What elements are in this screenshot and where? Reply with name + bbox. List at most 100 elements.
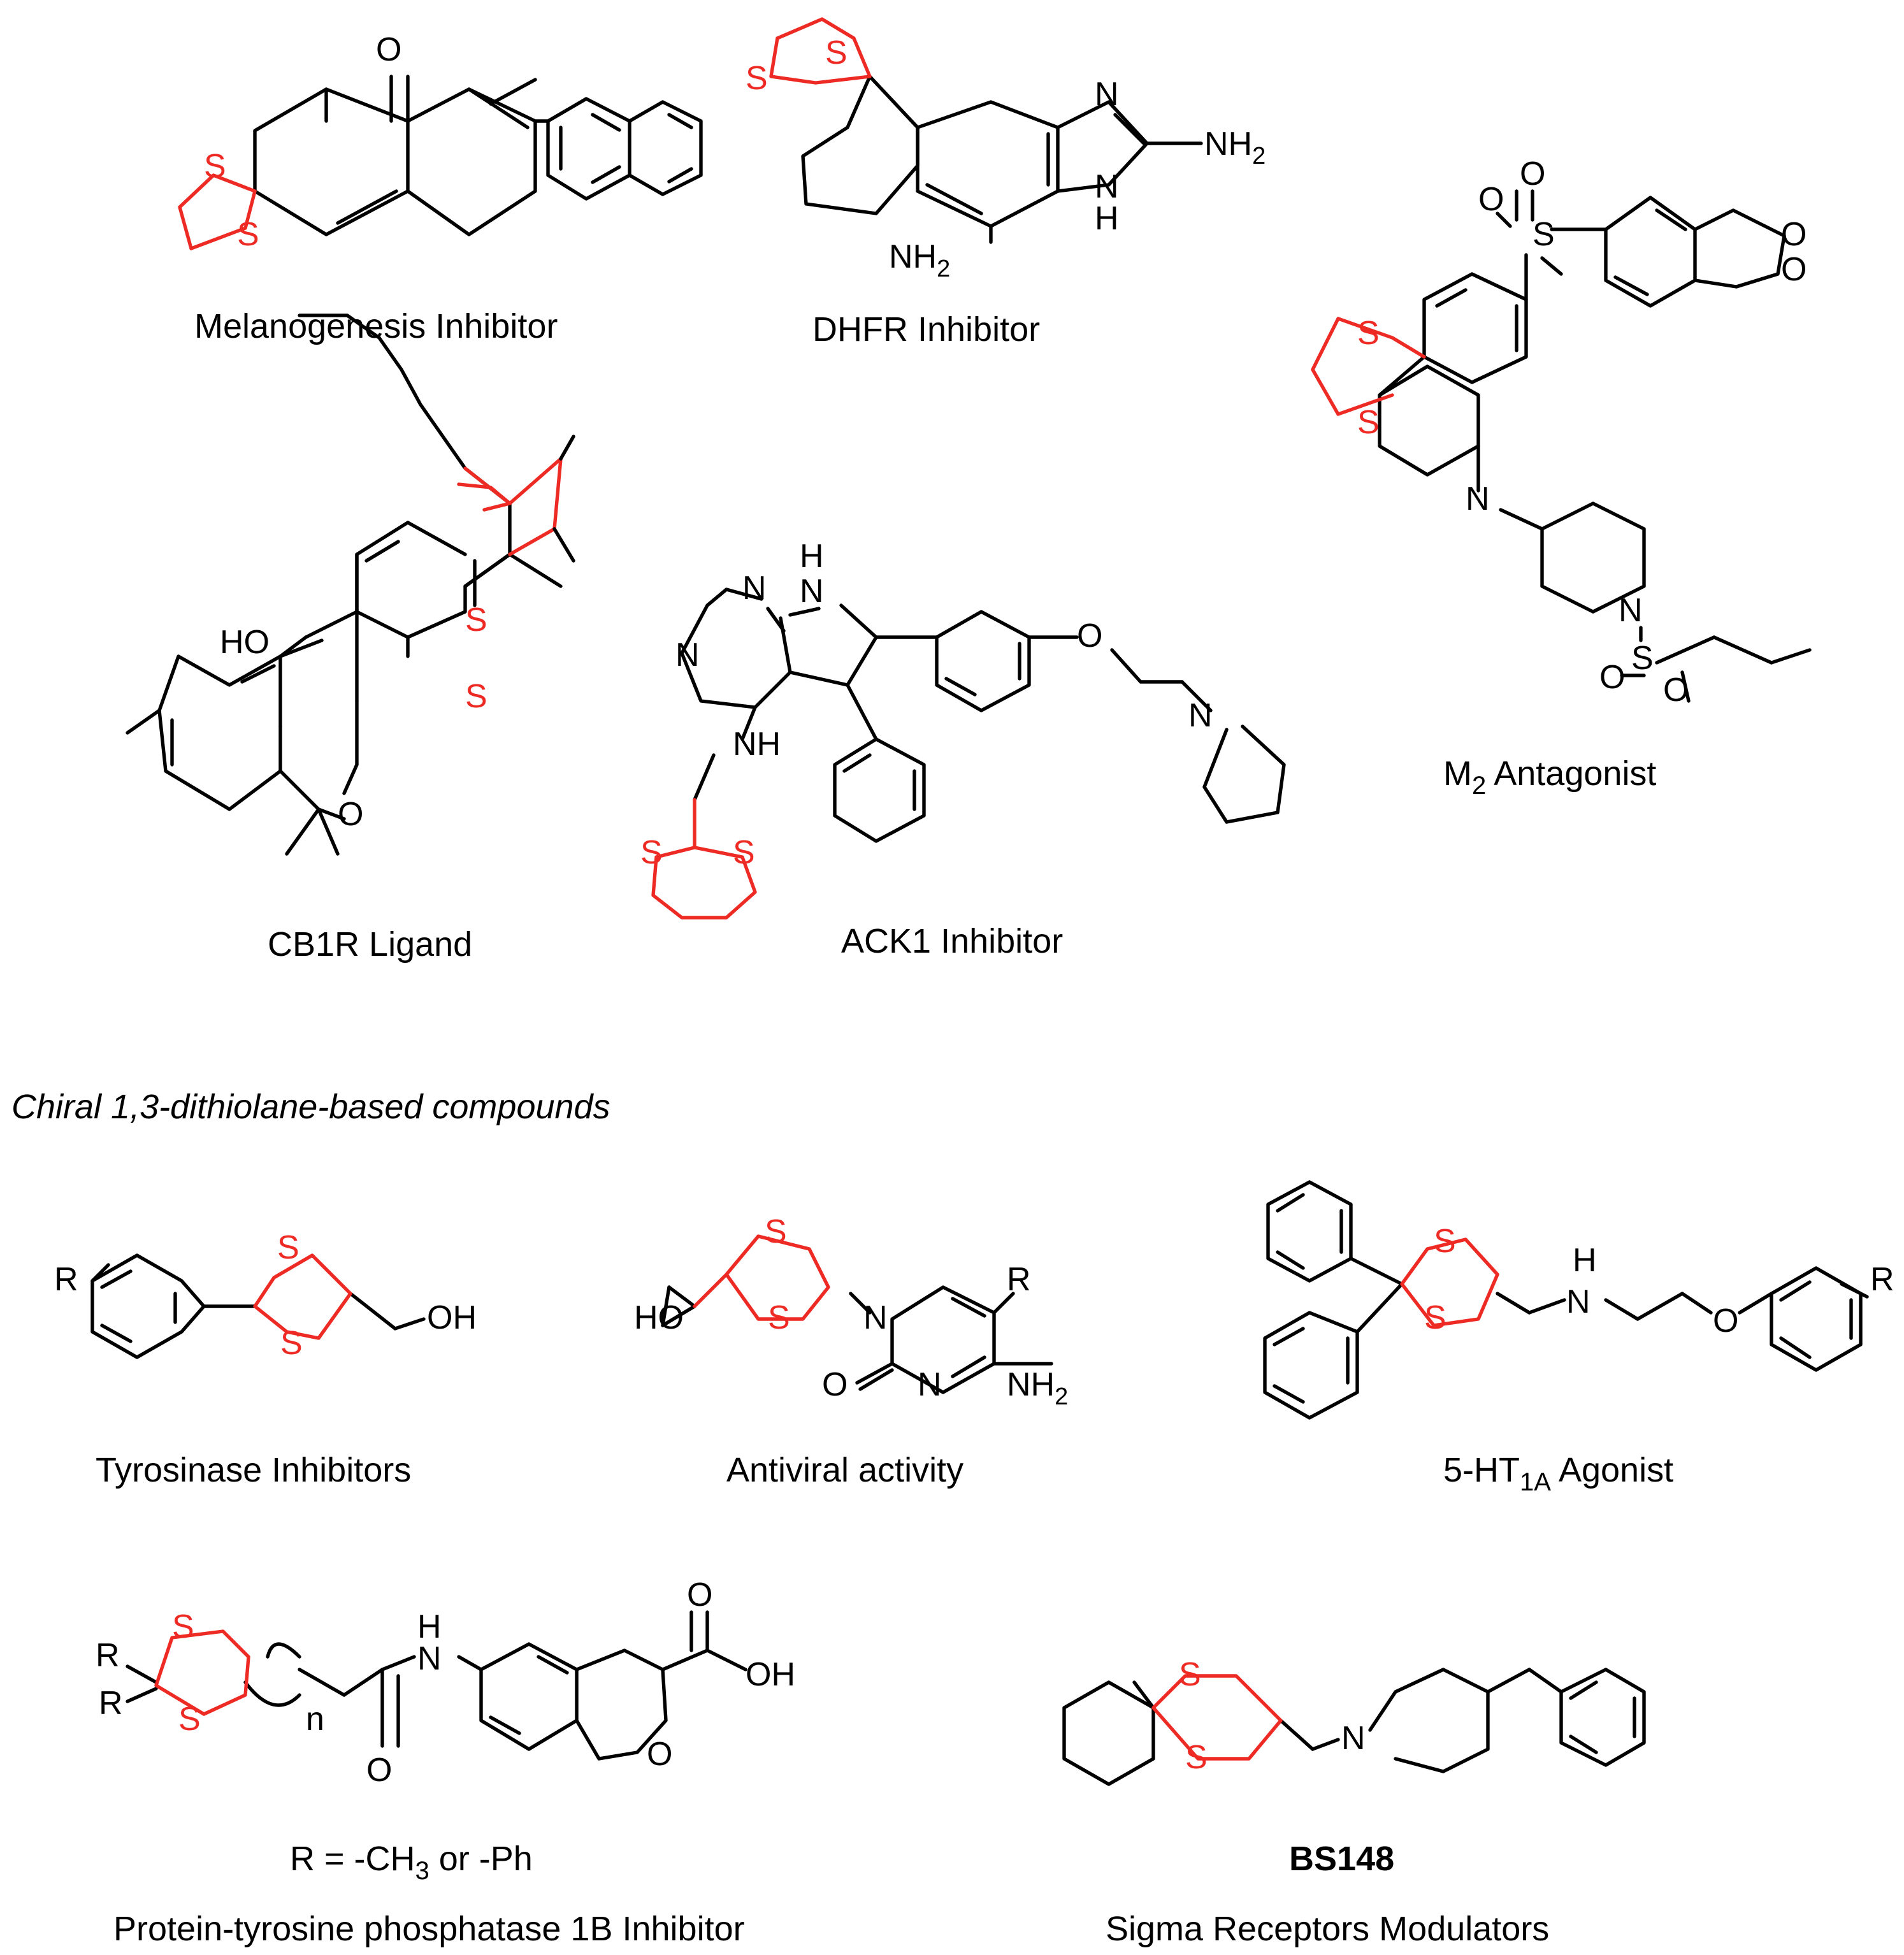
dhfr-atom-h: H — [1095, 200, 1119, 237]
antiviral-atom-r: R — [1007, 1261, 1031, 1298]
dhfr-atom-s2: S — [746, 60, 768, 97]
ack1-atom-n4: N — [1188, 697, 1213, 734]
ack1-atom-h: H — [800, 538, 824, 575]
dhfr-atom-n1: N — [1095, 76, 1119, 113]
m2-atom-o5: O — [1599, 659, 1625, 696]
ptp1b-atom-o2: O — [687, 1576, 712, 1613]
melanogenesis-atom-s1: S — [204, 148, 226, 185]
ht1a-atom-r: R — [1870, 1261, 1894, 1298]
m2-dithiolane-ring — [1311, 317, 1426, 416]
ack1-atom-n2: N — [800, 573, 824, 610]
ptp1b-atom-s1: S — [172, 1608, 194, 1645]
m2-caption: M2 Antagonist — [1443, 754, 1656, 800]
antiviral-atom-ho: HO — [634, 1299, 684, 1336]
compound-cb1r-ligand: HO S S O CB1R Ligand — [126, 314, 575, 963]
compound-ack1-inhibitor: H N N N NH O N S S ACK1 Inhibitor — [640, 538, 1286, 960]
ht1a-atom-s1: S — [1434, 1223, 1456, 1260]
compound-dhfr-inhibitor: S S N N H NH2 NH2 DHFR Inhibitor — [746, 17, 1266, 349]
ht1a-atom-h: H — [1573, 1242, 1597, 1279]
ptp1b-atom-o1: O — [366, 1752, 392, 1789]
cb1r-atom-o: O — [338, 796, 363, 833]
ack1-dithiolane-ring — [651, 798, 757, 920]
ht1a-caption: 5-HT1A Agonist — [1443, 1451, 1673, 1496]
m2-atom-o3: O — [1781, 216, 1807, 253]
antiviral-bonds — [661, 1285, 1053, 1394]
m2-atom-o6: O — [1663, 672, 1689, 709]
dhfr-caption: DHFR Inhibitor — [812, 310, 1040, 349]
ptp1b-atom-r1: R — [96, 1637, 120, 1674]
m2-atom-s-sulfonyl: S — [1533, 216, 1555, 253]
compound-ptp1b-inhibitor: R R S S n H N O O OH O R = -CH3 or -Ph P… — [96, 1576, 795, 1948]
ptp1b-atom-r2: R — [99, 1685, 123, 1722]
m2-atom-o1: O — [1520, 155, 1545, 192]
m2-atom-o4: O — [1781, 251, 1807, 288]
ack1-atom-o: O — [1077, 617, 1102, 654]
bs148-atom-s1: S — [1179, 1656, 1201, 1693]
tyrosinase-dithiolane-ring — [253, 1253, 352, 1340]
antiviral-atom-n1: N — [863, 1299, 888, 1336]
ptp1b-atom-oh: OH — [746, 1656, 795, 1693]
tyrosinase-atom-oh: OH — [427, 1299, 477, 1336]
compound-melanogenesis-inhibitor: O S S Melanogenesis Inhibitor — [178, 31, 703, 345]
m2-atom-o2: O — [1478, 181, 1504, 218]
section-heading: Chiral 1,3-dithiolane-based compounds — [11, 1088, 610, 1126]
ptp1b-atom-n: N — [417, 1640, 442, 1677]
ptp1b-dithiolane-ring — [154, 1629, 250, 1716]
dhfr-atom-nh2-right: NH2 — [1204, 126, 1266, 170]
ack1-atom-s1: S — [640, 834, 663, 871]
ack1-atom-s2: S — [733, 834, 755, 871]
melanogenesis-dithiolane-ring — [178, 173, 257, 250]
tyrosinase-bonds — [90, 1253, 426, 1359]
cb1r-atom-s1: S — [465, 602, 487, 638]
dhfr-dithiolane-ring — [769, 17, 872, 85]
m2-atom-s-sulfonyl2: S — [1631, 640, 1654, 677]
m2-bonds — [1378, 189, 1812, 703]
ack1-atom-nh: NH — [733, 726, 781, 763]
antiviral-atom-n2: N — [918, 1366, 942, 1403]
bs148-dithiolane-ring — [1151, 1674, 1283, 1761]
m2-atom-s2: S — [1357, 404, 1380, 441]
melanogenesis-bonds — [253, 75, 703, 236]
ht1a-atom-o: O — [1713, 1302, 1738, 1339]
antiviral-caption: Antiviral activity — [726, 1451, 963, 1489]
compound-bs148: S S N BS148 Sigma Receptors Modulators — [1062, 1656, 1646, 1948]
ack1-atom-n1: N — [742, 570, 767, 607]
tyrosinase-atom-r: R — [54, 1261, 78, 1298]
cb1r-dithiolane-ring — [457, 457, 563, 556]
m2-atom-n1: N — [1466, 480, 1490, 517]
antiviral-atom-s2: S — [768, 1299, 790, 1336]
ptp1b-caption: Protein-tyrosine phosphatase 1B Inhibito… — [113, 1910, 745, 1948]
melanogenesis-caption: Melanogenesis Inhibitor — [194, 307, 558, 345]
cb1r-bonds — [126, 314, 563, 856]
ptp1b-atom-o3: O — [647, 1736, 672, 1773]
ack1-caption: ACK1 Inhibitor — [841, 922, 1063, 960]
antiviral-dithiolane-ring — [693, 1234, 830, 1321]
ptp1b-atom-s2: S — [178, 1701, 201, 1738]
tyrosinase-atom-s2: S — [280, 1325, 303, 1362]
ht1a-bonds — [1263, 1180, 1869, 1420]
dhfr-atom-nh2-bottom: NH2 — [889, 238, 950, 282]
compound-tyrosinase-inhibitors: R S S OH Tyrosinase Inhibitors — [54, 1229, 477, 1489]
compound-5ht1a-agonist: S S H N O R 5-HT1A Agonist — [1263, 1180, 1894, 1496]
ht1a-atom-s2: S — [1424, 1299, 1446, 1336]
m2-atom-s1: S — [1357, 315, 1380, 352]
ptp1b-note: R = -CH3 or -Ph — [290, 1840, 533, 1885]
bs148-atom-s2: S — [1185, 1739, 1208, 1776]
melanogenesis-atom-o: O — [376, 31, 401, 68]
ht1a-dithiolane-ring — [1400, 1237, 1499, 1327]
bs148-bonds — [1062, 1668, 1646, 1786]
cb1r-atom-s2: S — [465, 678, 487, 715]
bs148-caption: Sigma Receptors Modulators — [1106, 1910, 1549, 1948]
ptp1b-atom-h: H — [417, 1608, 442, 1645]
compound-m2-antagonist: O S O O O S S N N S O O M2 Antagonist — [1311, 155, 1812, 800]
dhfr-atom-n2: N — [1095, 168, 1119, 205]
antiviral-atom-o: O — [822, 1366, 847, 1403]
ptp1b-bonds — [126, 1610, 747, 1761]
m2-atom-n2: N — [1619, 592, 1643, 629]
dhfr-bonds — [801, 75, 1203, 244]
melanogenesis-atom-s2: S — [237, 216, 259, 253]
compound-antiviral-activity: S S HO N R O N NH2 Antiviral activity — [634, 1213, 1068, 1489]
cb1r-caption: CB1R Ligand — [268, 925, 472, 963]
bs148-atom-n: N — [1341, 1720, 1366, 1757]
